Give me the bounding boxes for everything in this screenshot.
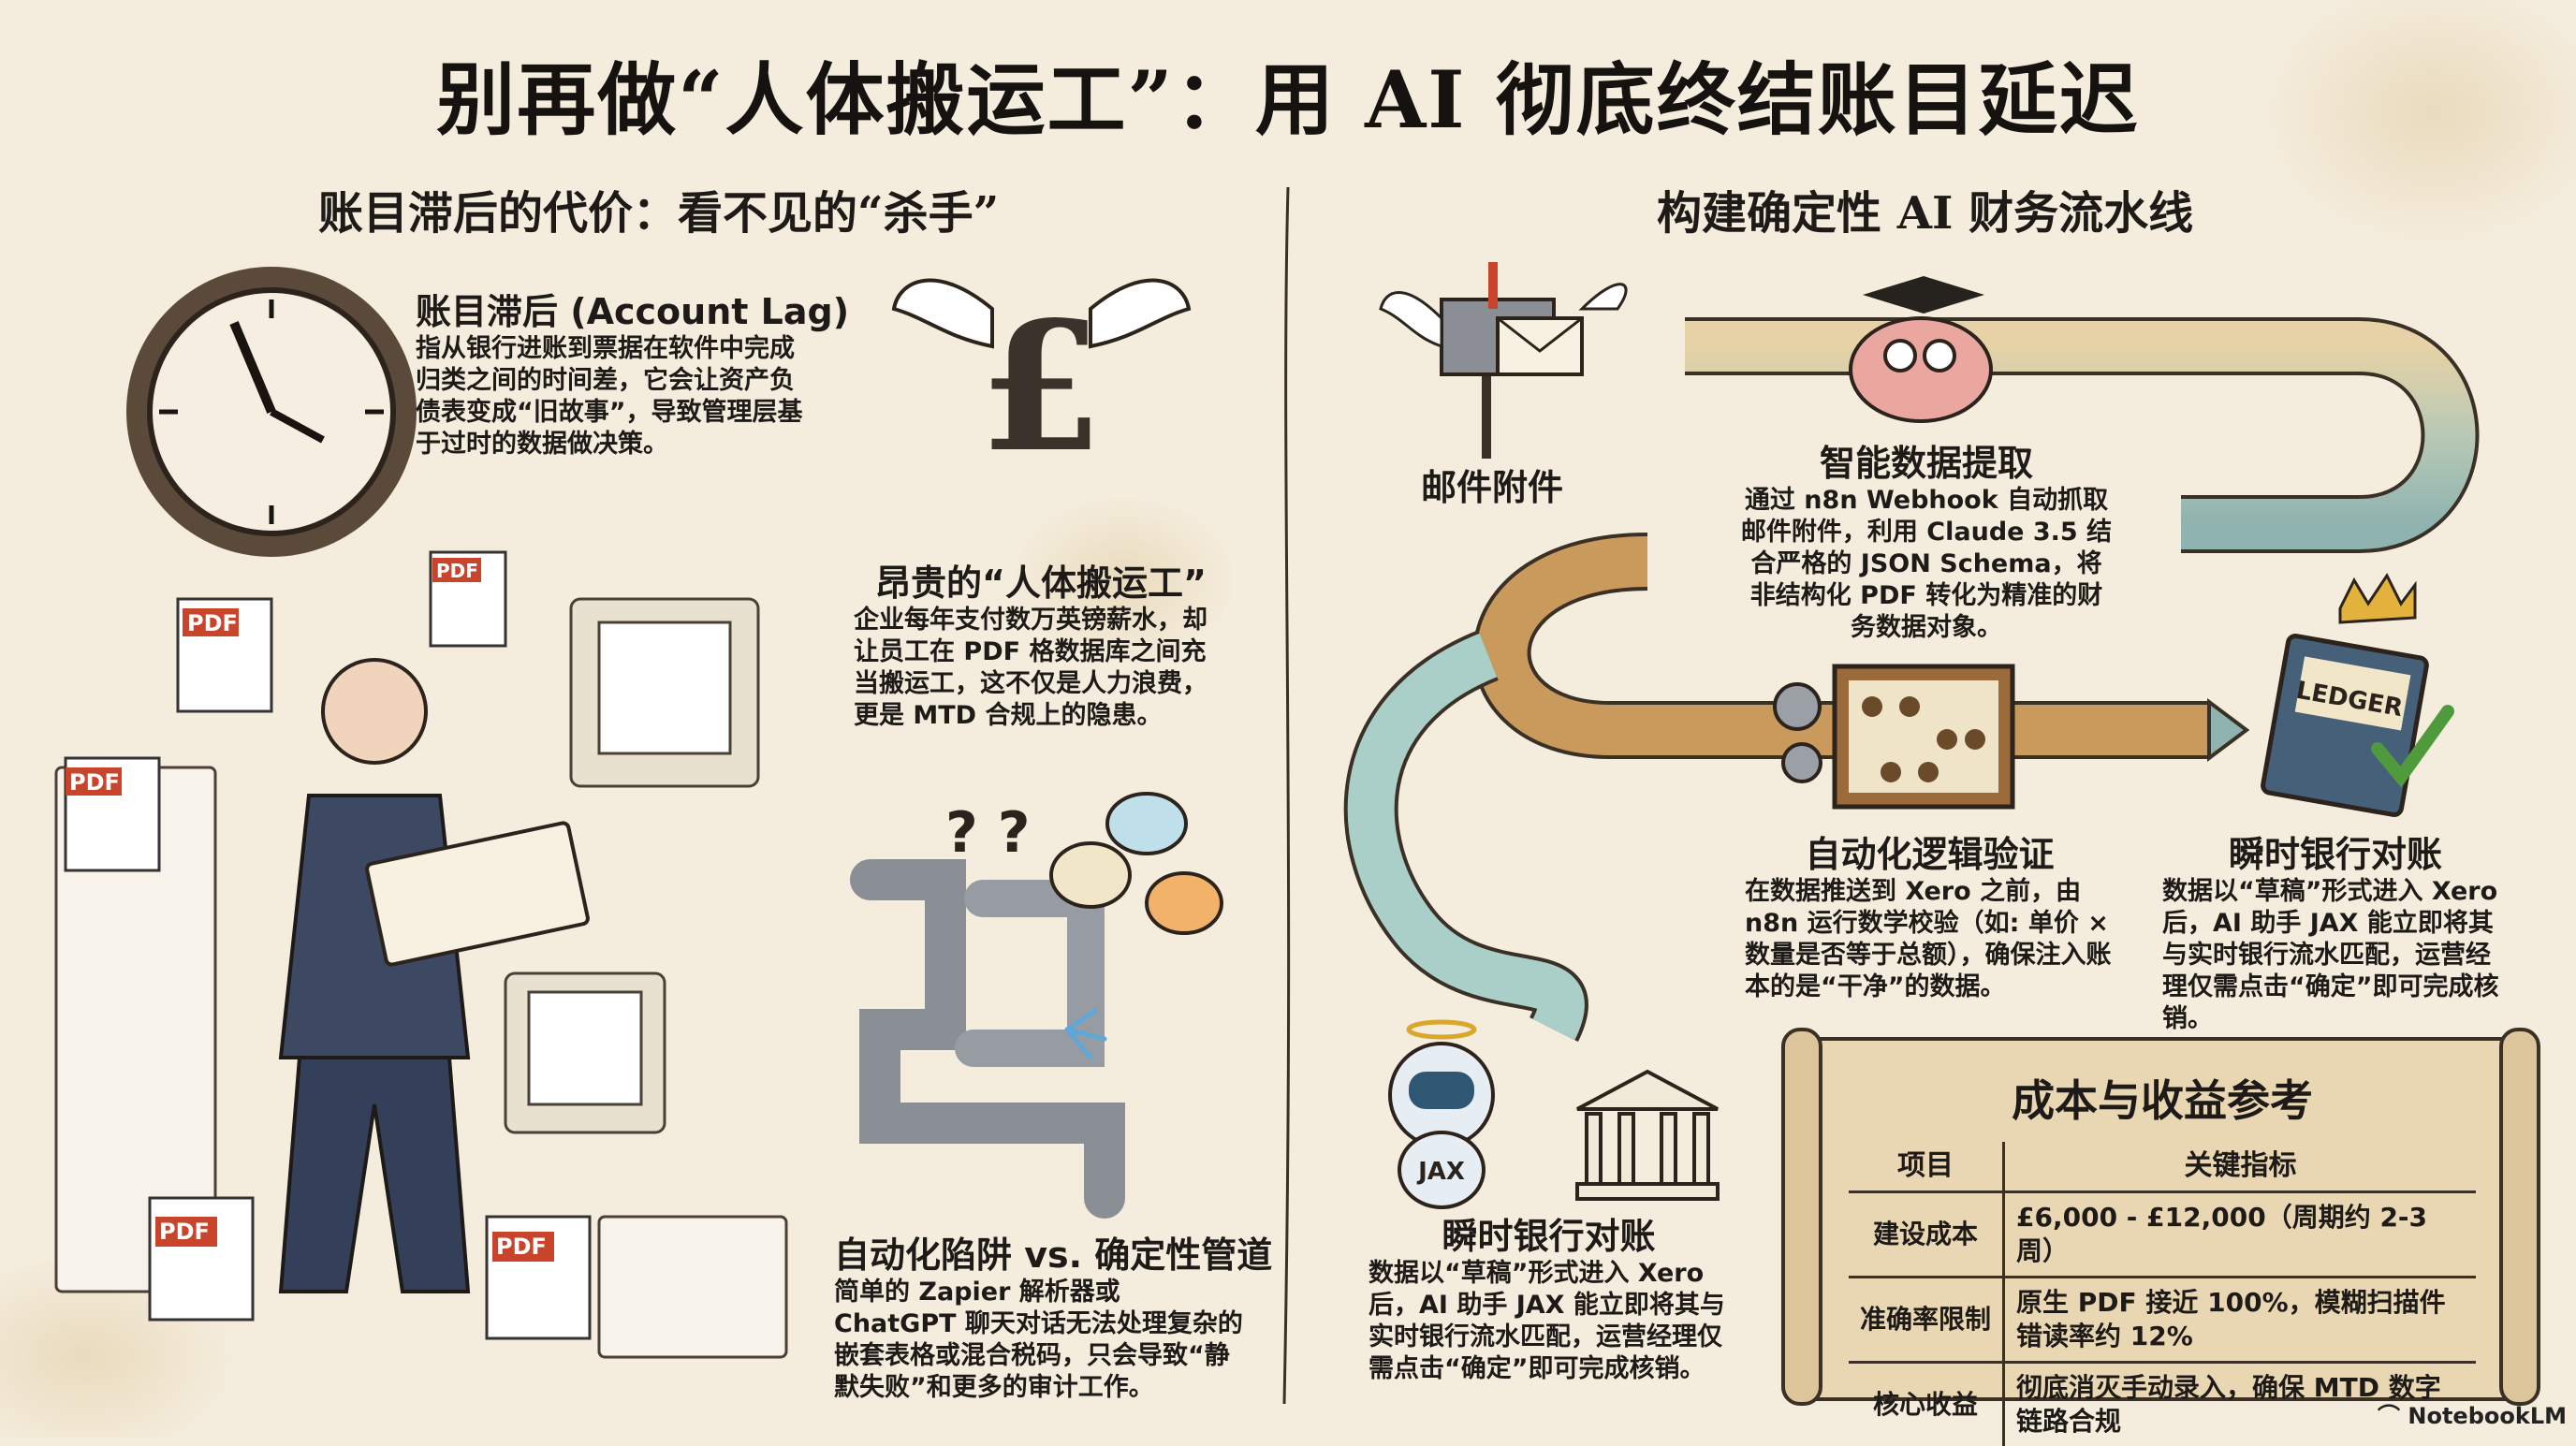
table-cell: 准确率限制 bbox=[1849, 1278, 2004, 1363]
account-lag-title: 账目滞后 (Account Lag) bbox=[416, 290, 809, 333]
ledger-book-icon: LEDGER bbox=[2261, 576, 2448, 816]
watermark-text: NotebookLM bbox=[2408, 1403, 2567, 1429]
table-row: 建设成本 £6,000 - £12,000（周期约 2-3 周） bbox=[1849, 1192, 2476, 1278]
account-lag-block: 账目滞后 (Account Lag) 指从银行进账到票据在软件中完成归类之间的时… bbox=[416, 290, 809, 460]
svg-text:PDF: PDF bbox=[159, 1219, 210, 1245]
column-header: 关键指标 bbox=[2004, 1142, 2477, 1192]
human-mover-title: 昂贵的“人体搬运工” bbox=[854, 562, 1228, 605]
reconcile-right-body: 数据以“草稿”形式进入 Xero 后，AI 助手 JAX 能立即将其与实时银行流… bbox=[2162, 876, 2509, 1035]
cost-benefit-panel: 成本与收益参考 项目 关键指标 建设成本 £6,000 - £12,000（周期… bbox=[1849, 1067, 2476, 1446]
svg-text:PDF: PDF bbox=[496, 1234, 547, 1260]
reconcile-bottom-body: 数据以“草稿”形式进入 Xero 后，AI 助手 JAX 能立即将其与实时银行流… bbox=[1368, 1258, 1729, 1385]
human-mover-block: 昂贵的“人体搬运工” 企业每年支付数万英镑薪水，却让员工在 PDF 格数据库之间… bbox=[854, 562, 1228, 732]
mailbox-icon bbox=[1381, 262, 1626, 459]
table-row: 准确率限制 原生 PDF 接近 100%，模糊扫描件错读率约 12% bbox=[1849, 1278, 2476, 1363]
svg-text:? ?: ? ? bbox=[945, 800, 1031, 866]
automation-trap-block: 自动化陷阱 vs. 确定性管道 简单的 Zapier 解析器或 ChatGPT … bbox=[834, 1234, 1246, 1404]
account-lag-body: 指从银行进账到票据在软件中完成归类之间的时间差，它会让资产负债表变成“旧故事”，… bbox=[416, 333, 809, 460]
notebooklm-logo-icon: ⌒ bbox=[2378, 1403, 2408, 1429]
extraction-body: 通过 n8n Webhook 自动抓取邮件附件，利用 Claude 3.5 结合… bbox=[1739, 485, 2114, 644]
table-cell: 原生 PDF 接近 100%，模糊扫描件错读率约 12% bbox=[2004, 1278, 2477, 1363]
automation-trap-title: 自动化陷阱 vs. 确定性管道 bbox=[834, 1234, 1246, 1277]
mail-attachment-label: 邮件附件 bbox=[1421, 466, 1563, 509]
notebooklm-watermark: ⌒ NotebookLM bbox=[2378, 1397, 2567, 1430]
table-header-row: 项目 关键指标 bbox=[1849, 1142, 2476, 1192]
section-divider bbox=[1284, 187, 1289, 1404]
leaking-pipes-illustration bbox=[871, 880, 1105, 1198]
validation-block: 自动化逻辑验证 在数据推送到 Xero 之前，由 n8n 运行数学校验（如: 单… bbox=[1745, 833, 2115, 1003]
table-cell: 建设成本 bbox=[1849, 1192, 2004, 1278]
validation-title: 自动化逻辑验证 bbox=[1745, 833, 2115, 876]
pdf-label: PDF bbox=[187, 610, 238, 636]
svg-text:PDF: PDF bbox=[436, 560, 478, 582]
clock-icon bbox=[126, 267, 417, 557]
column-header: 项目 bbox=[1849, 1142, 2004, 1192]
reconcile-bottom-block: 瞬时银行对账 数据以“草稿”形式进入 Xero 后，AI 助手 JAX 能立即将… bbox=[1368, 1215, 1729, 1385]
reconcile-right-title: 瞬时银行对账 bbox=[2162, 833, 2509, 876]
winged-pound-icon: £ bbox=[894, 281, 1189, 491]
reconcile-bottom-title: 瞬时银行对账 bbox=[1368, 1215, 1729, 1258]
bank-building-icon bbox=[1577, 1072, 1718, 1199]
table-cell: £6,000 - £12,000（周期约 2-3 周） bbox=[2004, 1192, 2477, 1278]
extraction-block: 智能数据提取 通过 n8n Webhook 自动抓取邮件附件，利用 Claude… bbox=[1739, 442, 2114, 644]
svg-text:PDF: PDF bbox=[69, 769, 120, 796]
svg-text:£: £ bbox=[979, 283, 1103, 491]
reconcile-right-block: 瞬时银行对账 数据以“草稿”形式进入 Xero 后，AI 助手 JAX 能立即将… bbox=[2162, 833, 2509, 1035]
table-cell: 核心收益 bbox=[1849, 1363, 2004, 1446]
jax-label: JAX bbox=[1416, 1158, 1465, 1186]
automation-trap-body: 简单的 Zapier 解析器或 ChatGPT 聊天对话无法处理复杂的嵌套表格或… bbox=[834, 1277, 1246, 1404]
left-section-heading: 账目滞后的代价：看不见的“杀手” bbox=[318, 176, 999, 241]
cost-table-title: 成本与收益参考 bbox=[1849, 1067, 2476, 1129]
human-mover-body: 企业每年支付数万英镑薪水，却让员工在 PDF 格数据库之间充当搬运工，这不仅是人… bbox=[854, 605, 1228, 732]
jax-robot-icon: JAX bbox=[1390, 1022, 1493, 1207]
page-title: 别再做“人体搬运工”：用 AI 彻底终结账目延迟 bbox=[0, 37, 2576, 151]
validation-body: 在数据推送到 Xero 之前，由 n8n 运行数学校验（如: 单价 × 数量是否… bbox=[1745, 876, 2115, 1003]
extraction-title: 智能数据提取 bbox=[1739, 442, 2114, 485]
brain-graduate-icon bbox=[1851, 276, 1991, 421]
right-section-heading: 构建确定性 AI 财务流水线 bbox=[1657, 176, 2193, 241]
